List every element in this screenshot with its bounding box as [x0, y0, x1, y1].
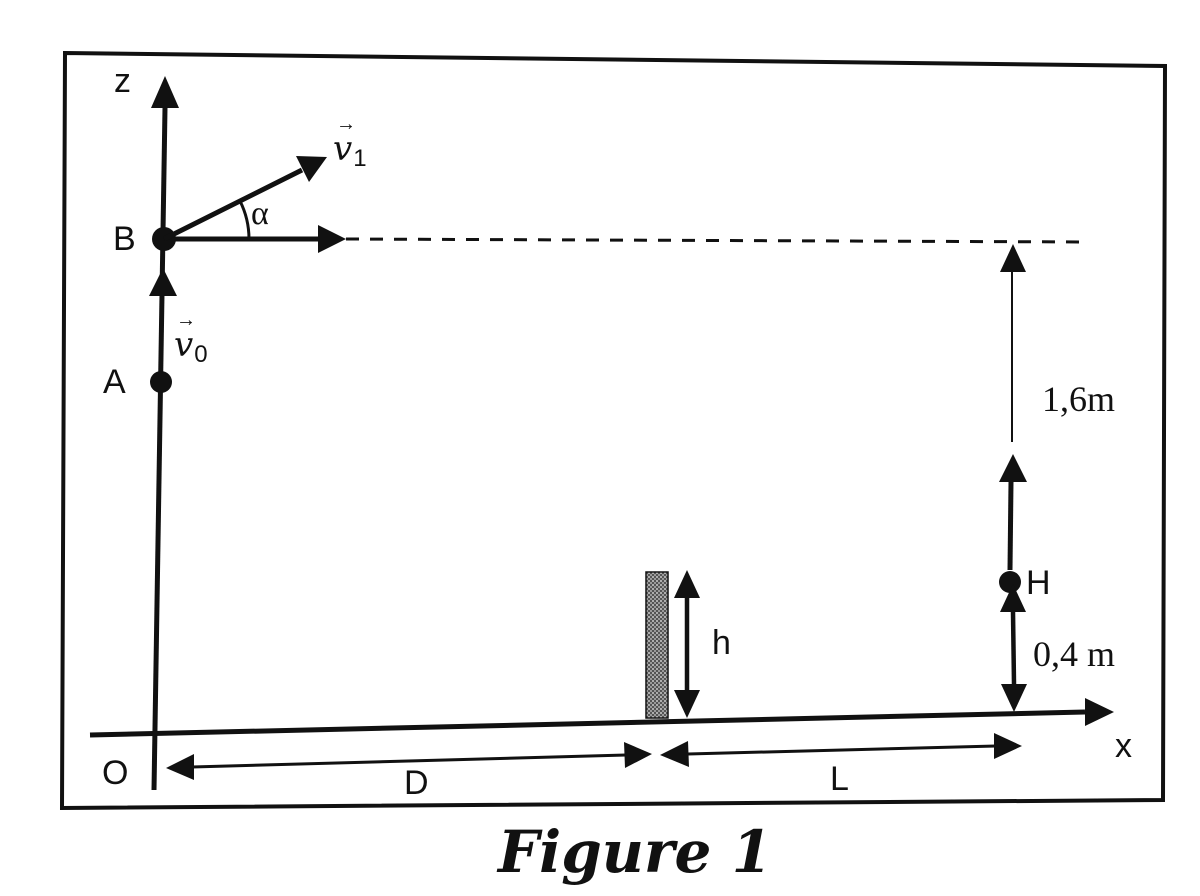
- horizontal-reference-arrow: [164, 225, 346, 253]
- distance-d-arrow: [166, 742, 652, 780]
- v1-vector: [162, 156, 327, 242]
- angle-alpha-label: α: [251, 195, 269, 232]
- wall-height-arrow: [674, 570, 700, 718]
- point-a: [150, 371, 172, 393]
- lower-height-arrow: [1000, 584, 1027, 712]
- v0-arrow-glyph: →: [176, 309, 196, 331]
- v1-arrow-glyph: →: [336, 113, 356, 135]
- point-h: [999, 571, 1021, 593]
- origin-label: O: [102, 754, 128, 792]
- distance-d-label: D: [404, 764, 429, 802]
- z-axis-label: z: [114, 62, 131, 100]
- v0-arrowhead: [149, 268, 177, 296]
- wall: [645, 571, 669, 719]
- point-b-label: B: [113, 220, 136, 258]
- figure-caption: Figure 1: [496, 818, 772, 886]
- lower-height-label: 0,4 m: [1033, 634, 1115, 674]
- h-upward-arrow: [999, 454, 1027, 571]
- v0-label: v0: [174, 325, 208, 368]
- v1-label: v1: [333, 129, 367, 172]
- x-axis-label: x: [1115, 727, 1132, 765]
- figure-frame: [59, 50, 1168, 811]
- distance-l-arrow: [660, 733, 1022, 767]
- point-a-label: A: [103, 363, 126, 401]
- dashed-level-line: [345, 237, 1091, 244]
- wall-height-label: h: [712, 624, 731, 662]
- z-axis: [151, 76, 179, 791]
- x-axis: [89, 698, 1114, 738]
- angle-arc: [238, 200, 251, 240]
- distance-l-label: L: [830, 760, 849, 798]
- point-h-label: H: [1026, 564, 1051, 602]
- upper-height-label: 1,6m: [1042, 379, 1115, 419]
- upper-height-arrow: [1000, 244, 1026, 442]
